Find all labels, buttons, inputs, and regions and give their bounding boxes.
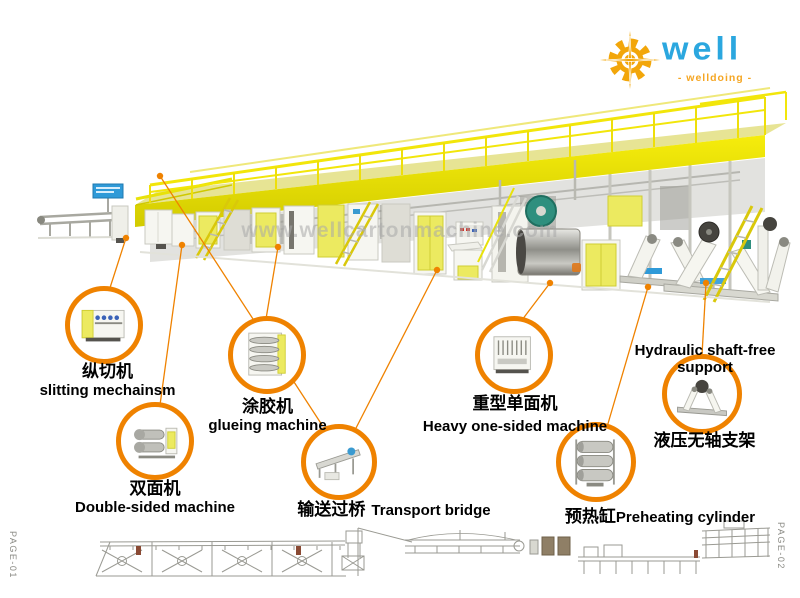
glueing-machine-thumbnail [248, 332, 286, 376]
callout-circle-hydraulic-support [662, 354, 742, 434]
callout-anchor-dots [122, 172, 710, 291]
access-ladders [194, 187, 764, 303]
label-double-sided-en: Double-sided machine [74, 498, 236, 516]
preheating-cylinder-thumbnail [575, 439, 615, 487]
label-double-sided: 双面机 Double-sided machine [55, 479, 255, 516]
label-glueing: 涂胶机 glueing machine [190, 397, 345, 434]
label-glueing-zh: 涂胶机 [242, 397, 293, 416]
left-cabinet [144, 209, 173, 249]
callout-leader-lines [107, 175, 707, 431]
label-heavy-one-sided: 重型单面机 Heavy one-sided machine [415, 394, 615, 435]
slitting-machine-thumbnail [81, 309, 125, 342]
label-transport-bridge: 输送过桥 Transport bridge [294, 500, 494, 520]
control-display-sign [92, 183, 124, 212]
callout-circle-preheating [556, 422, 636, 502]
brand-name: well [662, 30, 743, 68]
label-preheating: 预热缸Preheating cylinder [560, 507, 760, 527]
operator-console [447, 221, 484, 281]
left-conveyor [37, 205, 129, 243]
watermark-text: www.wellcartonmachine.com [241, 219, 559, 242]
label-slitting-en: slitting mechainsm [39, 381, 176, 399]
page-label-right: PAGE-02 [776, 522, 786, 570]
label-transport-bridge-en: Transport bridge [371, 502, 491, 519]
mill-roll-stands [619, 217, 791, 302]
callout-circle-slitting [65, 286, 143, 364]
label-slitting-zh: 纵切机 [82, 362, 133, 381]
callout-circle-double-sided [116, 402, 194, 480]
callout-circle-transport-bridge [301, 424, 377, 500]
label-preheating-en: Preheating cylinder [615, 509, 756, 526]
double-sided-machine-thumbnail [134, 427, 178, 459]
label-hydraulic-support-en: Hydraulic shaft-free support [634, 342, 776, 377]
heavy-one-sided-machine-thumbnail [493, 336, 531, 374]
label-heavy-one-sided-zh: 重型单面机 [472, 394, 558, 413]
platform-railing [149, 87, 787, 203]
label-preheating-zh: 预热缸 [564, 507, 616, 526]
hydraulic-support-thumbnail [677, 379, 727, 417]
line-schematic [95, 520, 771, 577]
ground-shadow [139, 251, 771, 303]
label-hydraulic-support-zh: 液压无轴支架 [653, 431, 756, 450]
label-heavy-one-sided-en: Heavy one-sided machine [422, 417, 608, 435]
label-slitting: 纵切机 slitting mechainsm [25, 362, 190, 399]
brand-logo: well - welldoing - [598, 30, 773, 92]
callout-circle-glueing [228, 316, 306, 394]
label-transport-bridge-zh: 输送过桥 [297, 500, 366, 519]
transport-bridge-thumbnail [315, 447, 361, 481]
label-double-sided-zh: 双面机 [129, 479, 181, 498]
gear-compass-icon [600, 31, 660, 89]
page-label-left: PAGE-01 [8, 531, 18, 579]
right-cabinets [581, 195, 643, 291]
callout-circle-heavy-one-sided [475, 316, 553, 394]
label-glueing-en: glueing machine [208, 416, 327, 434]
brand-tagline: - welldoing - [677, 72, 753, 84]
single-facer-unit [491, 160, 581, 283]
